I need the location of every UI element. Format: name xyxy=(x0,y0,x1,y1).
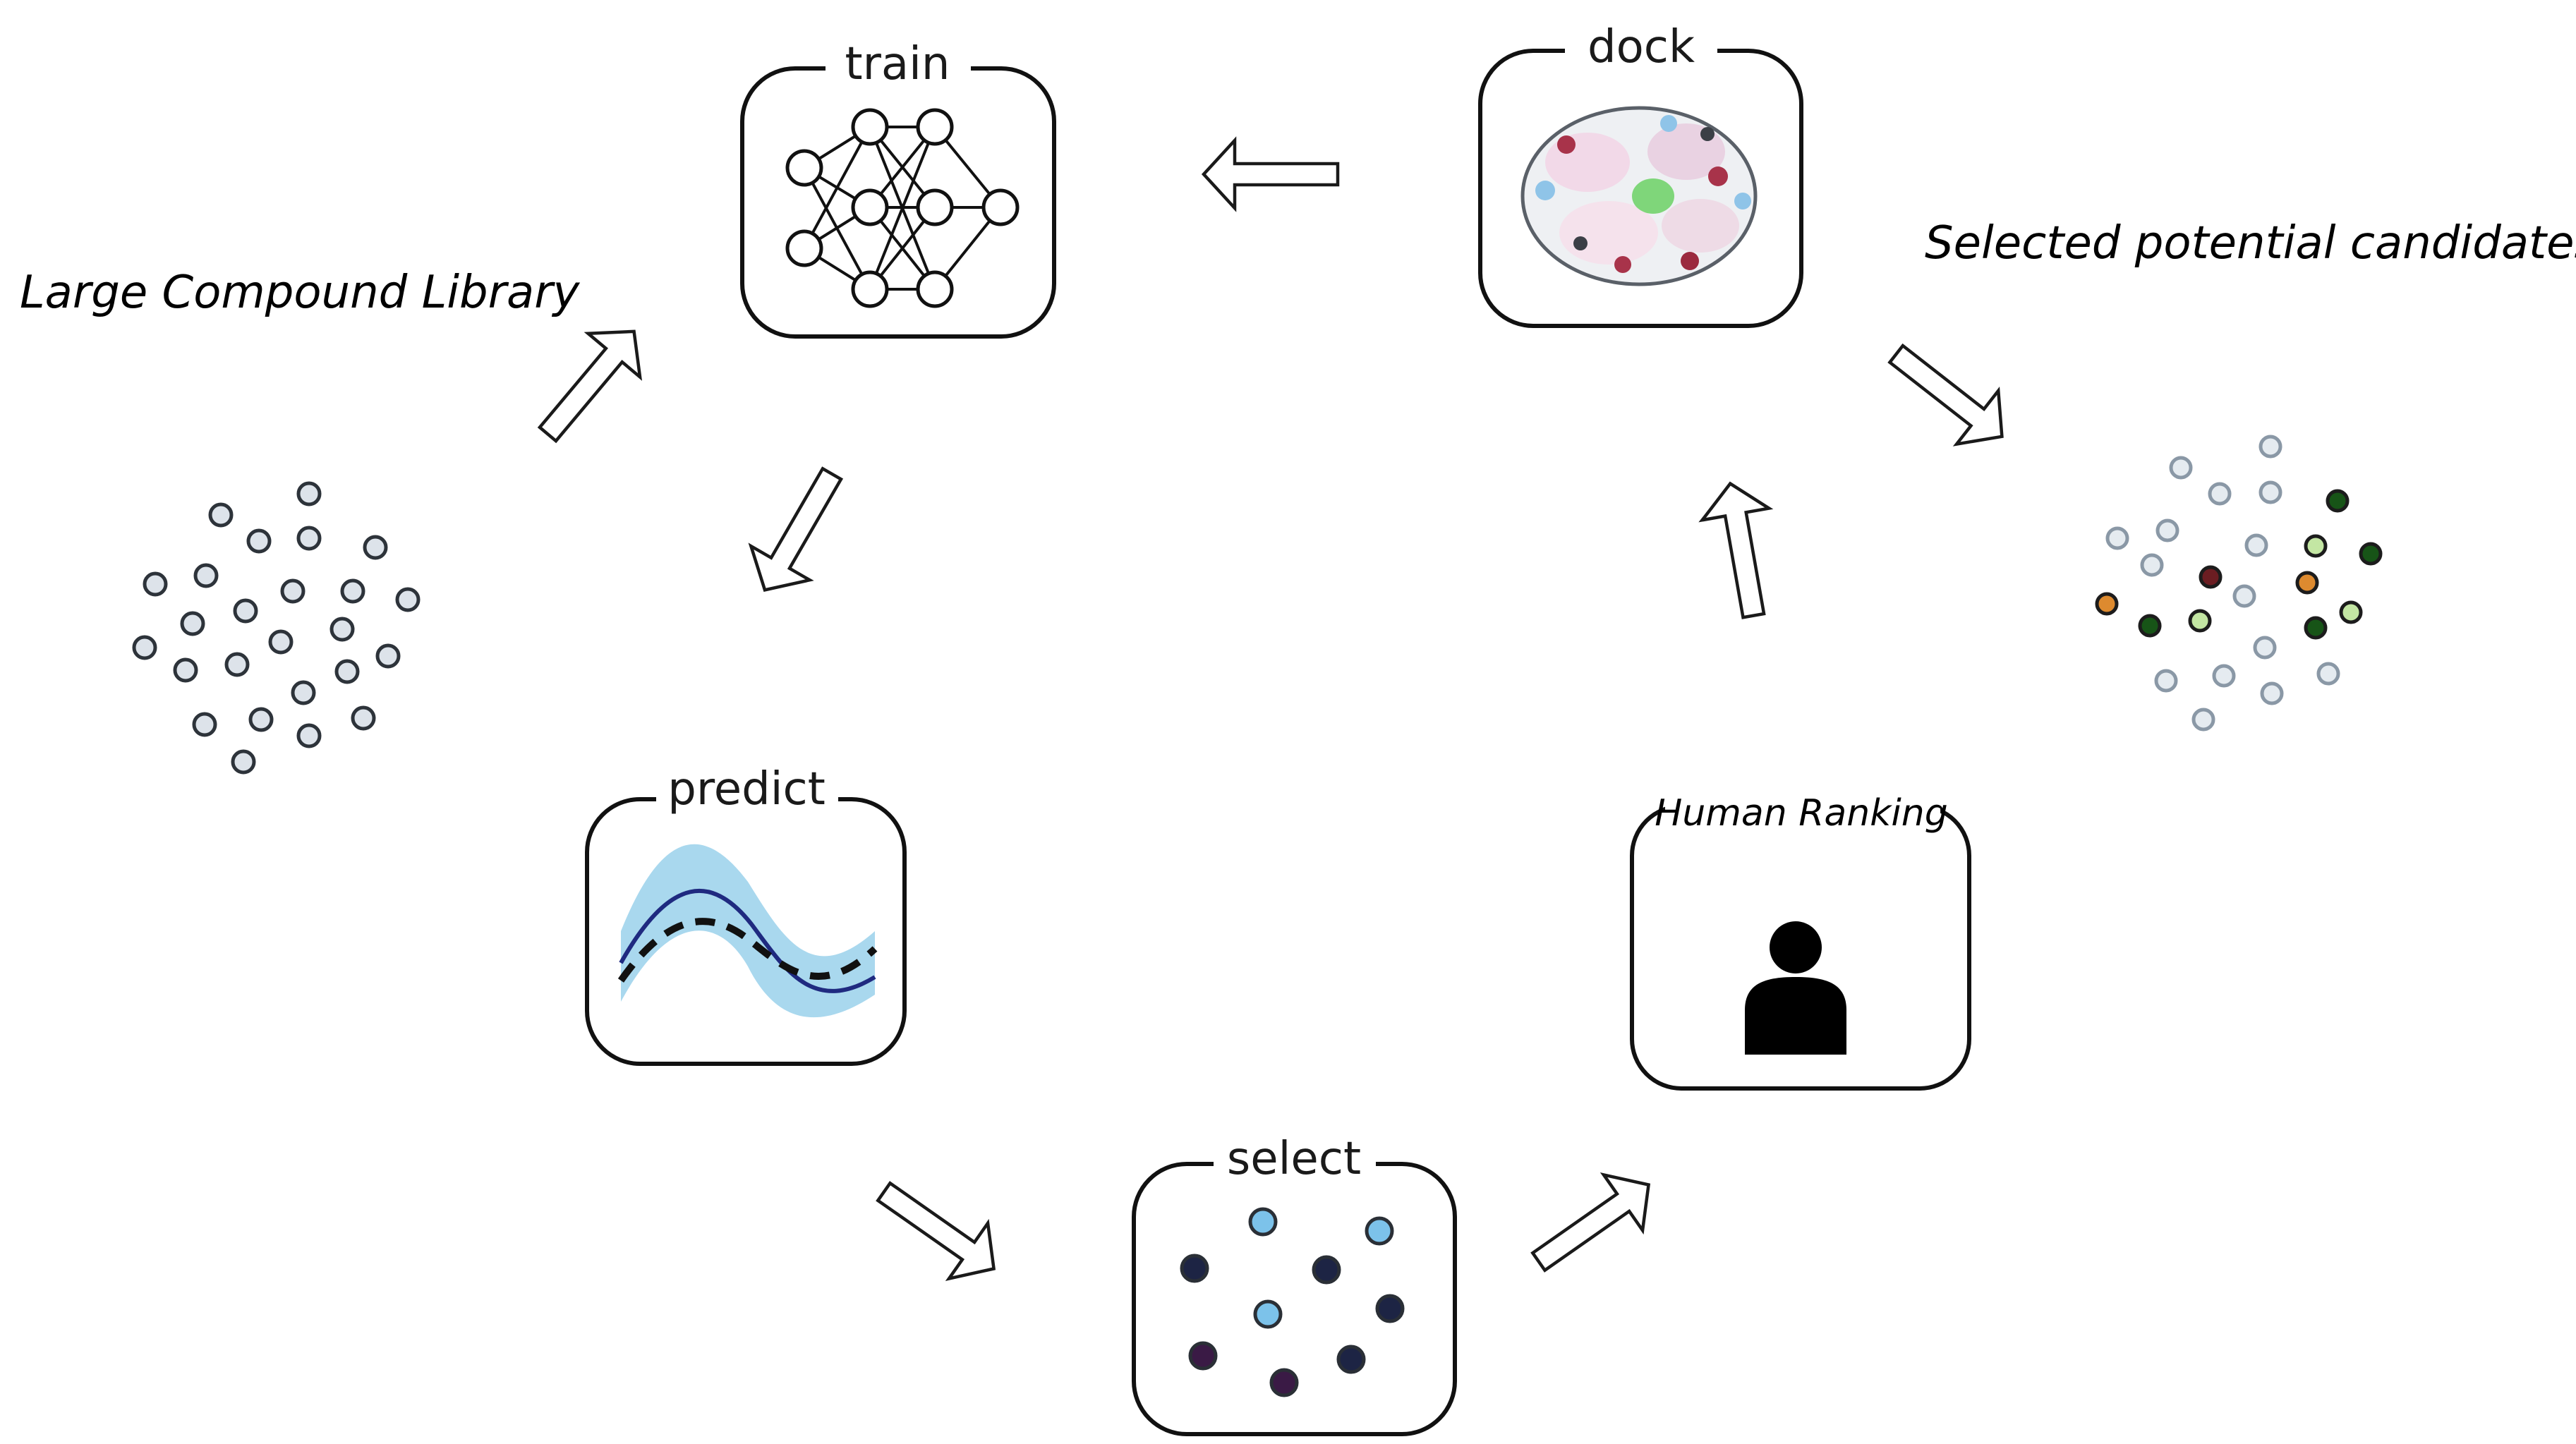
library-compound-dot xyxy=(180,611,205,636)
candidate-compound-dot xyxy=(2258,435,2282,459)
candidate-compound-dot xyxy=(2258,480,2282,504)
predict-step: predict xyxy=(585,763,907,1066)
candidate-compound-dot xyxy=(2304,534,2328,558)
library-compound-dot xyxy=(329,617,355,642)
library-compound-dot xyxy=(334,659,360,684)
arrow-select-to-ranking xyxy=(1530,1172,1651,1273)
library-compound-dot xyxy=(296,481,322,506)
candidate-compound-dot xyxy=(2105,526,2129,550)
library-compound-dot xyxy=(193,563,219,588)
ranking-label-gap xyxy=(1665,794,1940,822)
library-compound-dot xyxy=(296,526,322,551)
arrow-dock-to-candidates xyxy=(1887,343,2004,447)
library-compound-dot xyxy=(192,712,217,737)
candidate-compound-dot xyxy=(2316,662,2340,686)
candidate-compound-dot xyxy=(2154,669,2178,693)
arrow-ranking-to-dock xyxy=(1698,481,1774,619)
candidate-compound-dot xyxy=(2359,542,2383,566)
candidate-compound-dot xyxy=(2169,456,2193,480)
candidate-compound-dot xyxy=(2339,600,2363,624)
candidates-label: Selected potential candidates xyxy=(1925,217,2576,269)
library-compound-dot xyxy=(296,723,322,748)
candidate-compound-dot xyxy=(2191,708,2215,732)
candidate-compound-dot xyxy=(2232,584,2256,608)
candidate-compound-cluster xyxy=(2095,435,2383,732)
dock-step: dock xyxy=(1478,21,1803,328)
library-compound-dot xyxy=(340,578,365,604)
candidate-compound-dot xyxy=(2199,565,2223,589)
select-label-gap xyxy=(1214,1148,1376,1177)
candidate-compound-dot xyxy=(2260,681,2284,705)
library-compound-dot xyxy=(375,643,401,669)
library-compound-dot xyxy=(268,629,294,655)
arrow-train-to-predict xyxy=(748,466,844,592)
library-compound-cluster xyxy=(132,481,421,775)
candidate-compound-dot xyxy=(2208,482,2232,506)
predict-label-gap xyxy=(656,783,838,811)
library-compound-dot xyxy=(280,578,306,604)
person-icon xyxy=(1745,921,1846,1055)
library-compound-dot xyxy=(208,502,234,528)
library-compound-dot xyxy=(246,528,272,554)
library-compound-dot xyxy=(395,587,421,612)
candidate-compound-dot xyxy=(2138,614,2162,638)
library-compound-dot xyxy=(291,680,316,705)
library-label: Large Compound Library xyxy=(20,267,581,319)
arrow-predict-to-select xyxy=(876,1181,996,1282)
library-compound-dot xyxy=(231,749,256,775)
arrow-dock-to-train xyxy=(1201,136,1340,212)
library-compound-dot xyxy=(132,635,157,660)
arrow-library-to-train xyxy=(537,329,643,444)
candidate-compound-dot xyxy=(2253,636,2277,660)
protein-structure-icon xyxy=(1520,106,1758,286)
library-compound-dot xyxy=(351,705,376,731)
library-compound-dot xyxy=(233,598,258,624)
selected-points-icon xyxy=(1180,1207,1405,1397)
select-label: select xyxy=(1227,1133,1361,1185)
candidate-compound-dot xyxy=(2188,609,2212,633)
predict-label: predict xyxy=(667,763,826,815)
select-step: select xyxy=(1132,1133,1457,1436)
candidate-compound-dot xyxy=(2295,571,2319,595)
train-label-gap xyxy=(826,56,971,82)
library-compound-dot xyxy=(248,707,274,732)
candidate-compound-dot xyxy=(2212,664,2236,688)
candidate-compound-dot xyxy=(2244,533,2268,557)
dock-label: dock xyxy=(1588,21,1695,73)
train-label: train xyxy=(845,38,950,90)
ranking-step: Human Ranking xyxy=(1630,792,1971,1091)
candidate-compound-dot xyxy=(2326,489,2350,513)
dock-label-gap xyxy=(1565,35,1717,63)
prediction-curve-icon xyxy=(617,844,878,1018)
library-compound-dot xyxy=(224,652,250,677)
ranking-label: Human Ranking xyxy=(1655,792,1948,835)
neural-network-icon xyxy=(785,108,1020,308)
select-box xyxy=(1132,1162,1457,1436)
candidate-compound-dot xyxy=(2155,518,2179,542)
candidate-compound-dot xyxy=(2095,592,2119,616)
library-compound-dot xyxy=(143,571,168,597)
candidate-compound-dot xyxy=(2304,616,2328,640)
train-step: train xyxy=(740,38,1056,339)
library-compound-dot xyxy=(363,535,388,560)
candidate-compound-dot xyxy=(2140,553,2164,577)
library-compound-dot xyxy=(173,657,198,683)
